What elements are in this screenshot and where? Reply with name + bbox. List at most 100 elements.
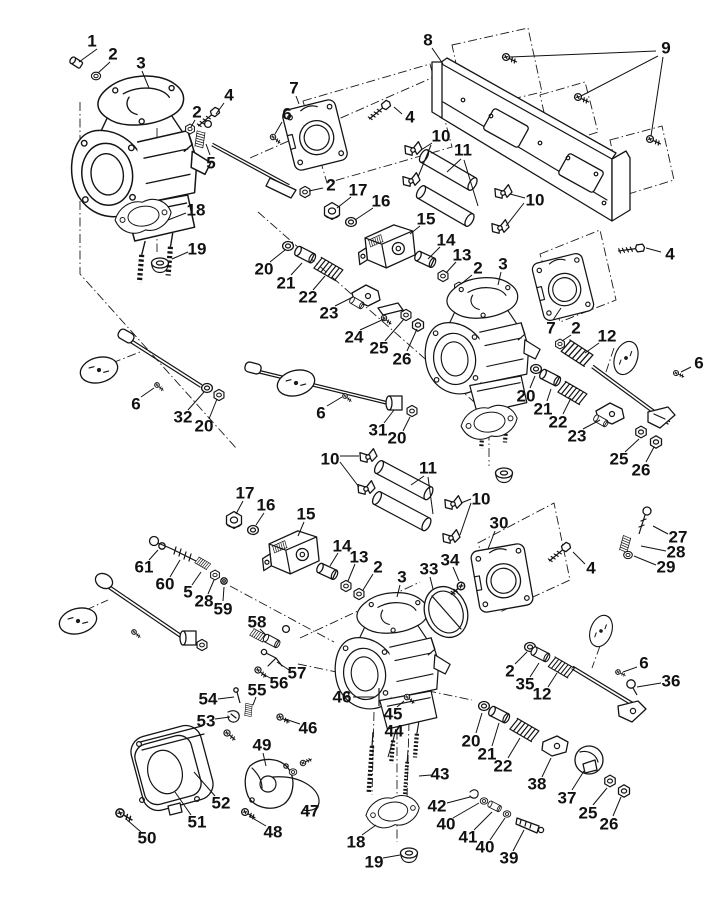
callout-30-62: 30 <box>490 514 509 533</box>
callout-4-3: 4 <box>224 86 234 105</box>
callout-16-15: 16 <box>372 192 391 211</box>
leader-line <box>489 817 506 841</box>
callout-20-76: 20 <box>462 732 481 751</box>
callout-6-32: 6 <box>131 395 140 414</box>
nut-2-dark <box>299 185 311 199</box>
leader-line <box>552 307 562 321</box>
callout-26-47: 26 <box>632 461 651 480</box>
leader-line <box>125 818 142 833</box>
callout-37-80: 37 <box>558 789 577 808</box>
leader-line <box>418 774 432 777</box>
callout-28-59: 28 <box>195 592 214 611</box>
lever-38 <box>541 735 569 757</box>
throttle-shaft-lower-left <box>55 572 208 652</box>
callout-46-92: 46 <box>299 719 318 738</box>
leader-line <box>215 102 225 115</box>
callout-47-95: 47 <box>301 802 320 821</box>
leader-line <box>148 549 159 561</box>
leader-line <box>460 274 473 285</box>
callout-3-2: 3 <box>136 54 145 73</box>
leader-line <box>475 712 483 734</box>
callout-11-49: 11 <box>419 459 437 478</box>
leader-line <box>354 207 374 221</box>
leader-line <box>190 119 196 128</box>
callout-5-5: 5 <box>206 154 215 173</box>
leader-line <box>171 251 189 260</box>
leader-line <box>326 396 343 407</box>
callout-34-64: 34 <box>441 551 460 570</box>
callout-41-85: 41 <box>459 828 478 847</box>
screw-4 <box>617 243 646 256</box>
leader-line <box>580 55 659 97</box>
leader-line <box>329 552 339 567</box>
callout-13-55: 13 <box>350 548 369 567</box>
bowl-covers <box>113 724 320 825</box>
leader-line <box>460 498 472 504</box>
leader-line <box>297 521 305 537</box>
screw-27-28-29 <box>618 506 652 560</box>
leader-line <box>547 672 558 688</box>
jet-chain-a <box>281 240 425 332</box>
callout-57-105: 57 <box>288 664 307 683</box>
leader-line <box>252 696 257 706</box>
callout-48-96: 48 <box>264 823 283 842</box>
callout-46-91: 46 <box>333 688 352 707</box>
throttle-shaft-center <box>244 361 418 418</box>
callout-10-11: 10 <box>432 127 451 146</box>
fuel-lines-lower <box>356 447 464 546</box>
callout-1-0: 1 <box>87 32 96 51</box>
callout-36-72: 36 <box>662 672 681 691</box>
callout-45-90: 45 <box>384 705 403 724</box>
cup-37 <box>574 745 604 775</box>
callout-40-86: 40 <box>437 815 456 834</box>
callout-9-9: 9 <box>661 39 670 58</box>
plunger-58 <box>249 624 291 650</box>
callout-23-28: 23 <box>320 304 339 323</box>
leader-line <box>214 716 231 720</box>
screw-6 <box>268 132 283 146</box>
callout-25-30: 25 <box>370 339 389 358</box>
leader-line <box>295 95 300 105</box>
callout-3-66: 3 <box>397 568 406 587</box>
bracket-screw-icon <box>500 51 519 66</box>
callout-39-83: 39 <box>500 849 519 868</box>
gasket <box>458 402 520 443</box>
callout-22-44: 22 <box>549 413 568 432</box>
leader-line <box>274 121 283 135</box>
leader-line <box>191 571 202 586</box>
leader-line <box>529 662 540 678</box>
mounting-bracket <box>431 51 663 222</box>
leader-line <box>680 366 692 373</box>
callout-20-42: 20 <box>517 387 536 406</box>
leader-line <box>427 246 441 260</box>
callout-14-17: 14 <box>437 231 456 250</box>
oring-33 <box>423 585 469 639</box>
callout-31-36: 31 <box>369 421 388 440</box>
callout-5-58: 5 <box>183 583 192 602</box>
leader-line <box>359 318 385 331</box>
leader-line <box>452 566 460 582</box>
leader-line <box>339 461 360 488</box>
callout-16-52: 16 <box>257 496 276 515</box>
leader-line <box>410 475 425 486</box>
callout-19-24: 19 <box>188 240 207 259</box>
callout-14-54: 14 <box>333 537 352 556</box>
callout-23-45: 23 <box>568 427 587 446</box>
callout-2-65: 2 <box>373 558 382 577</box>
callout-21-43: 21 <box>534 400 553 419</box>
washer-16 <box>344 216 358 228</box>
leader-line <box>387 739 394 758</box>
bracket-screw-icon <box>572 91 591 106</box>
callout-2-1: 2 <box>108 45 117 64</box>
callout-4-21: 4 <box>665 245 675 264</box>
callout-10-50: 10 <box>472 490 491 509</box>
screw-46 <box>275 712 292 726</box>
leader-line <box>459 502 472 536</box>
spring-5 <box>194 119 213 149</box>
callout-10-48: 10 <box>321 450 340 469</box>
callout-7-7: 7 <box>289 79 298 98</box>
leader-line <box>491 722 500 747</box>
leader-line <box>167 212 187 221</box>
cover-51-52 <box>130 724 214 816</box>
leader-line <box>382 854 401 859</box>
